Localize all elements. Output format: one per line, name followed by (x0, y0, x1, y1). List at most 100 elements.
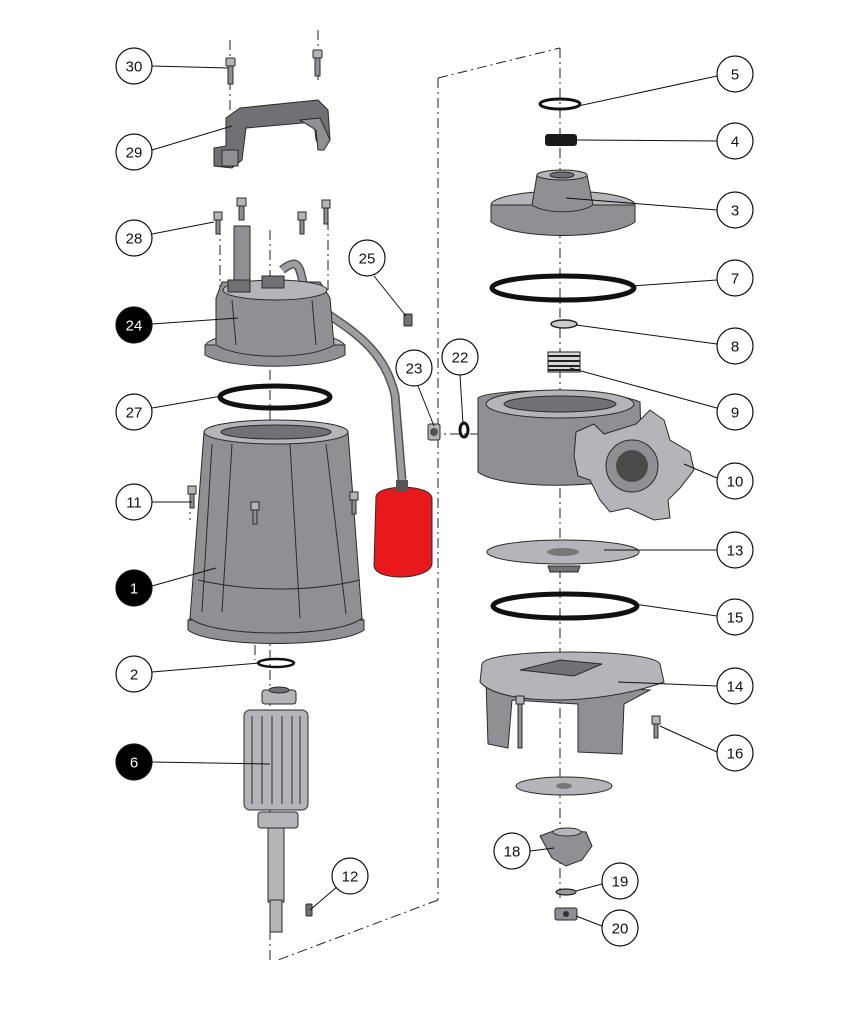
callout-number: 22 (452, 350, 469, 367)
callout-circle (716, 734, 754, 772)
callout-8: 8 (716, 327, 754, 365)
callout-circle (716, 393, 754, 431)
callout-22: 22 (441, 338, 479, 376)
callout-number: 1 (130, 581, 138, 598)
float-switch-red (373, 480, 433, 578)
callout-labels: 3029282427111261225232254378910131514161… (115, 47, 754, 947)
leader-line-30 (151, 65, 229, 69)
callout-16: 16 (716, 734, 754, 772)
leader-line-1 (151, 567, 217, 587)
bottom-plate-part (515, 776, 613, 796)
callout-27: 27 (115, 393, 153, 431)
bearing-cover-3-part (490, 169, 636, 236)
washer-8-part (550, 319, 578, 329)
callout-number: 25 (359, 251, 376, 268)
callout-circle (115, 306, 153, 344)
callout-circle (348, 239, 386, 277)
callout-number: 18 (504, 844, 521, 861)
wear-plate-13-part (486, 539, 640, 573)
screws-28-part (213, 197, 331, 235)
callout-number: 5 (731, 67, 739, 84)
screw-16-part (651, 715, 661, 739)
callout-circle (331, 857, 369, 895)
o-ring-27-part (217, 383, 333, 411)
callout-circle (601, 909, 639, 947)
key-12-part (305, 903, 313, 917)
callout-circle (115, 219, 153, 257)
callout-3: 3 (716, 191, 754, 229)
callout-28: 28 (115, 219, 153, 257)
callout-circle (716, 122, 754, 160)
screw-30-part (225, 49, 323, 85)
callout-number: 16 (727, 746, 744, 763)
callout-20: 20 (601, 909, 639, 947)
handle-bracket-29-part (213, 99, 331, 169)
leader-line-29 (151, 125, 233, 151)
leader-line-14 (617, 681, 718, 687)
callout-13: 13 (716, 531, 754, 569)
callout-number: 2 (130, 667, 138, 684)
callout-24: 24 (115, 306, 153, 344)
callout-number: 30 (126, 59, 143, 76)
leader-line-19 (575, 883, 603, 892)
seal-ring-22-part (458, 421, 470, 439)
leader-line-3 (565, 197, 718, 211)
leader-line-12 (309, 885, 339, 911)
callout-number: 10 (727, 474, 744, 491)
callout-1: 1 (115, 569, 153, 607)
rotor-shaft-6-part (243, 686, 309, 933)
callout-circle (493, 832, 531, 870)
key-25-part (403, 313, 413, 327)
leader-line-4 (576, 139, 718, 142)
callout-number: 19 (612, 874, 629, 891)
callout-10: 10 (716, 462, 754, 500)
motor-housing-1-part (187, 419, 365, 644)
leader-lines (151, 65, 718, 927)
callout-circle (115, 569, 153, 607)
leader-line-16 (659, 725, 718, 753)
leader-line-15 (633, 603, 718, 617)
callout-circle (395, 349, 433, 387)
callout-circle (441, 338, 479, 376)
callout-number: 6 (130, 755, 138, 772)
leader-line-6 (151, 761, 271, 765)
leader-line-18 (529, 847, 555, 852)
leader-line-25 (373, 275, 407, 317)
pump-housing-10-part (477, 389, 695, 521)
callout-circle (115, 655, 153, 693)
callout-number: 28 (126, 231, 143, 248)
callout-number: 15 (727, 610, 744, 627)
callout-number: 24 (126, 318, 143, 335)
leader-line-2 (151, 662, 261, 673)
callout-number: 27 (126, 405, 143, 422)
o-ring-15-part (490, 591, 640, 621)
spring-9-part (547, 351, 581, 373)
callout-circle (115, 483, 153, 521)
callout-11: 11 (115, 483, 153, 521)
leader-line-9 (569, 367, 718, 409)
callout-circle (716, 462, 754, 500)
callout-circle (716, 191, 754, 229)
leader-line-7 (631, 279, 718, 287)
callout-2: 2 (115, 655, 153, 693)
callout-circle (716, 667, 754, 705)
callout-number: 14 (727, 679, 744, 696)
callout-number: 8 (731, 339, 739, 356)
leader-line-22 (459, 374, 464, 425)
motor-cover-24-part (204, 225, 346, 367)
callout-12: 12 (331, 857, 369, 895)
callout-number: 23 (406, 361, 423, 378)
callout-number: 9 (731, 405, 739, 422)
leader-line-28 (151, 221, 215, 235)
leader-line-8 (575, 324, 718, 345)
callout-9: 9 (716, 393, 754, 431)
callout-circle (115, 393, 153, 431)
callout-circle (716, 55, 754, 93)
nut-20-part (554, 907, 578, 921)
callout-circle (115, 47, 153, 85)
callout-number: 7 (731, 271, 739, 288)
screws-11-part (187, 485, 359, 525)
circlip-5-part (538, 97, 582, 111)
callout-19: 19 (601, 862, 639, 900)
